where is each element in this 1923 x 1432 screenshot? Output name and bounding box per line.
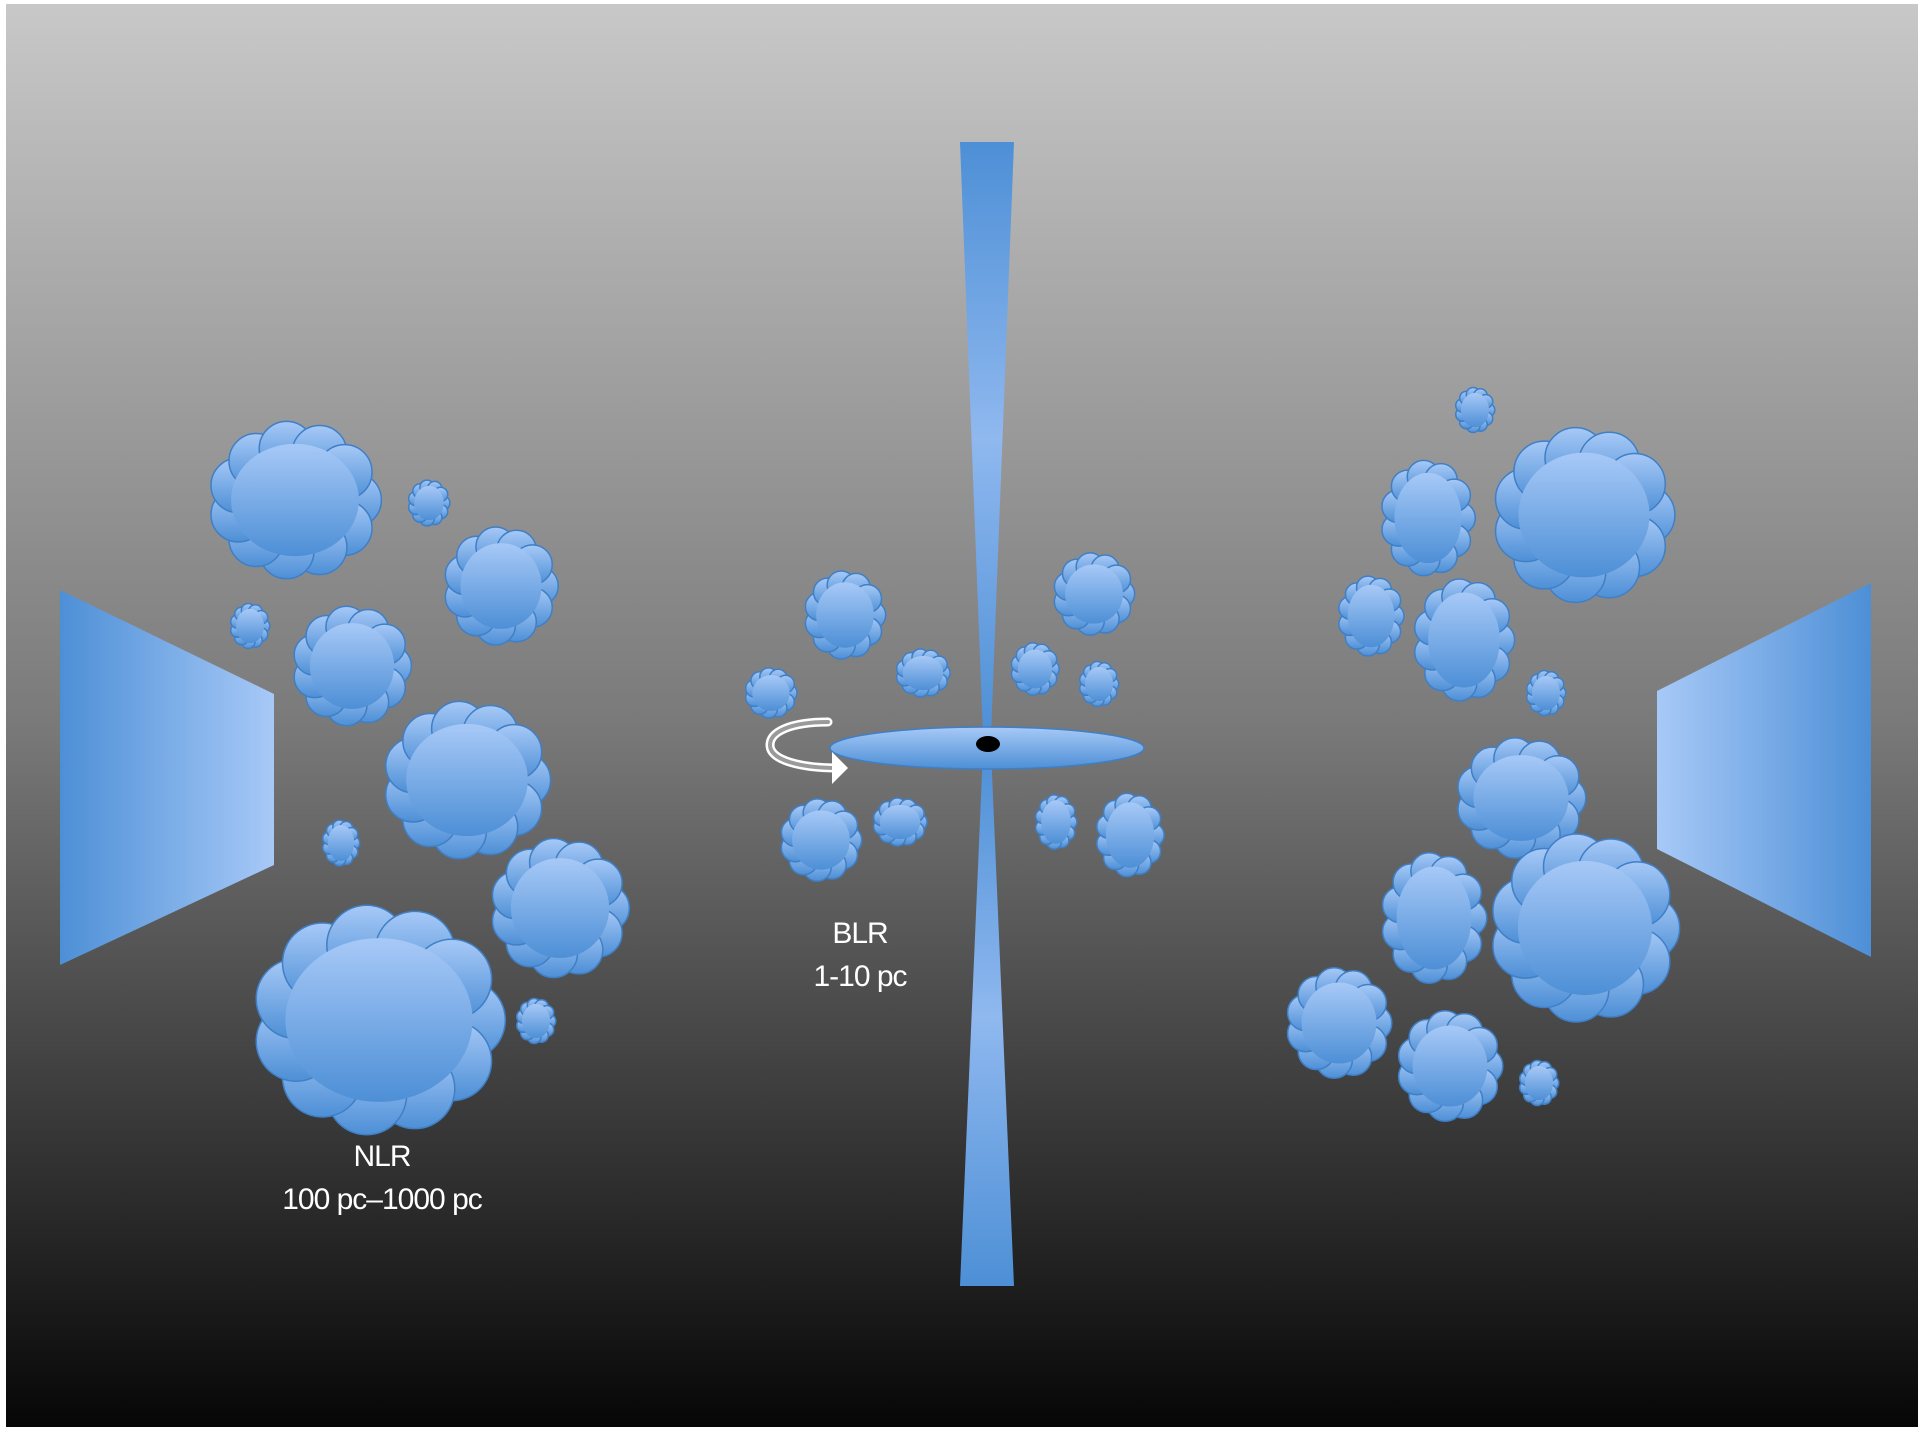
blr-label: BLR 1-10 pc <box>710 912 1010 998</box>
nlr-cloud <box>210 420 383 580</box>
blr-cloud <box>1034 794 1078 850</box>
nlr-cloud <box>322 819 361 867</box>
nlr-cloud <box>1286 966 1393 1080</box>
background <box>6 4 1918 1432</box>
nlr-name: NLR <box>353 1140 411 1173</box>
nlr-cloud <box>1457 737 1587 859</box>
ionization-cone-left <box>60 590 274 965</box>
nlr-cloud <box>1381 459 1477 577</box>
nlr-scale: 100 pc–1000 pc <box>282 1183 483 1216</box>
blr-cloud <box>804 570 887 660</box>
blr-cloud <box>1010 642 1060 696</box>
nlr-cloud <box>1397 1009 1504 1123</box>
nlr-cloud <box>407 479 451 527</box>
blr-cloud <box>1053 552 1136 636</box>
nlr-cloud <box>515 997 557 1045</box>
jet-upper <box>960 142 1014 735</box>
blr-name: BLR <box>832 917 888 950</box>
blr-scale: 1-10 pc <box>813 960 907 993</box>
nlr-cloud <box>1338 575 1405 657</box>
ionization-cone-right <box>1657 583 1871 957</box>
nlr-cloud <box>1525 669 1567 717</box>
nlr-clouds-right <box>1286 386 1681 1123</box>
nlr-cloud <box>444 526 559 646</box>
nlr-cloud <box>229 602 271 650</box>
jet-lower <box>960 750 1014 1286</box>
curved-arrow-icon <box>765 717 848 784</box>
blr-cloud <box>872 797 928 847</box>
blr-cloud <box>780 798 863 882</box>
blr-cloud <box>744 667 798 719</box>
blr-cloud <box>1096 792 1165 878</box>
nlr-cloud <box>491 837 631 979</box>
nlr-cloud <box>1413 578 1516 702</box>
nlr-cloud <box>1494 426 1676 604</box>
nlr-cloud <box>1492 833 1681 1023</box>
nlr-label: NLR 100 pc–1000 pc <box>232 1135 532 1221</box>
nlr-cloud <box>1381 851 1488 985</box>
nlr-cloud <box>293 605 413 727</box>
nlr-cloud <box>255 904 507 1136</box>
blr-cloud <box>1078 660 1120 708</box>
nlr-clouds-left <box>210 420 631 1136</box>
nlr-cloud <box>1454 386 1496 434</box>
blr-clouds <box>744 552 1165 882</box>
black-hole-dot <box>976 736 1000 752</box>
blr-cloud <box>895 648 951 698</box>
nlr-cloud <box>1518 1059 1560 1107</box>
nlr-cloud <box>385 700 552 860</box>
